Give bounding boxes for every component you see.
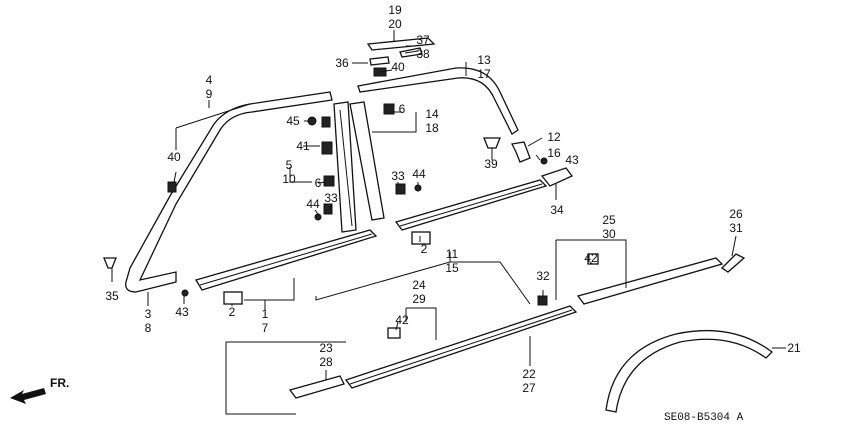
callout-2-front: 2 [229,305,236,319]
roof-molding-end-piece [366,37,436,51]
callout-45: 45 [286,114,300,128]
front-pillar-molding [125,91,333,293]
clip-2-front [223,291,243,305]
callout-40-left: 40 [167,150,181,164]
front-direction-arrow-icon [10,388,46,404]
callout-44-upper: 44 [412,167,426,181]
callout-34: 34 [550,203,564,217]
callout-6-lower: 6 [315,176,322,190]
clip-36 [369,56,390,66]
leader-lines [111,30,786,415]
callout-42-left: 42 [395,313,409,327]
emblem-26-31 [720,253,746,273]
clip-40-left [167,181,177,193]
callout-33-upper: 33 [391,169,405,183]
clip-32 [537,295,548,306]
callout-21: 21 [787,341,801,355]
callout-41: 41 [296,139,310,153]
rear-door-belt-molding [394,179,548,231]
callout-36: 36 [335,56,349,70]
clip-45 [307,116,317,126]
clip-42-right [587,253,599,265]
front-protector-molding [288,375,345,399]
clip-44-lower [314,213,322,221]
rear-side-molding [576,257,724,305]
clip-43-left [181,289,189,297]
callout-39: 39 [484,157,498,171]
callout-32: 32 [536,269,550,283]
callout-6-upper: 6 [399,102,406,116]
clip-2-rear [411,231,431,245]
clip-6-upper [383,103,395,115]
clip-35 [103,257,117,269]
callout-16: 16 [547,146,561,160]
clip-44-upper [414,184,422,192]
clip-34 [540,167,574,187]
callout-2-rear: 2 [421,242,428,256]
callout-35: 35 [105,289,119,303]
clip-43-right [540,157,548,165]
callout-40-upper: 40 [391,60,405,74]
clip-41 [321,141,333,155]
callout-43-left: 43 [175,305,189,319]
side-protector-molding [344,305,578,389]
front-door-belt-molding [195,229,378,291]
clip-42-left [387,327,401,339]
clip-33-lower [323,203,333,215]
retainer-12-16 [511,141,531,163]
grommet-39 [483,137,501,156]
callout-42-right: 42 [584,251,598,265]
front-direction-label: FR. [50,376,69,390]
clip-40-lower [321,116,331,128]
center-pillar-garnish [333,101,385,233]
clip-33-upper [395,183,406,195]
clip-6-lower [323,175,335,187]
clip-37-38 [399,47,423,58]
callout-43-right: 43 [565,153,579,167]
door-sash-molding-rear [357,67,519,135]
diagram-code: SE08-B5304 A [664,412,744,424]
wheel-arch-molding [605,329,773,413]
callout-44-lower: 44 [306,197,320,211]
callout-33-lower: 33 [324,191,338,205]
callout-12: 12 [547,130,561,144]
